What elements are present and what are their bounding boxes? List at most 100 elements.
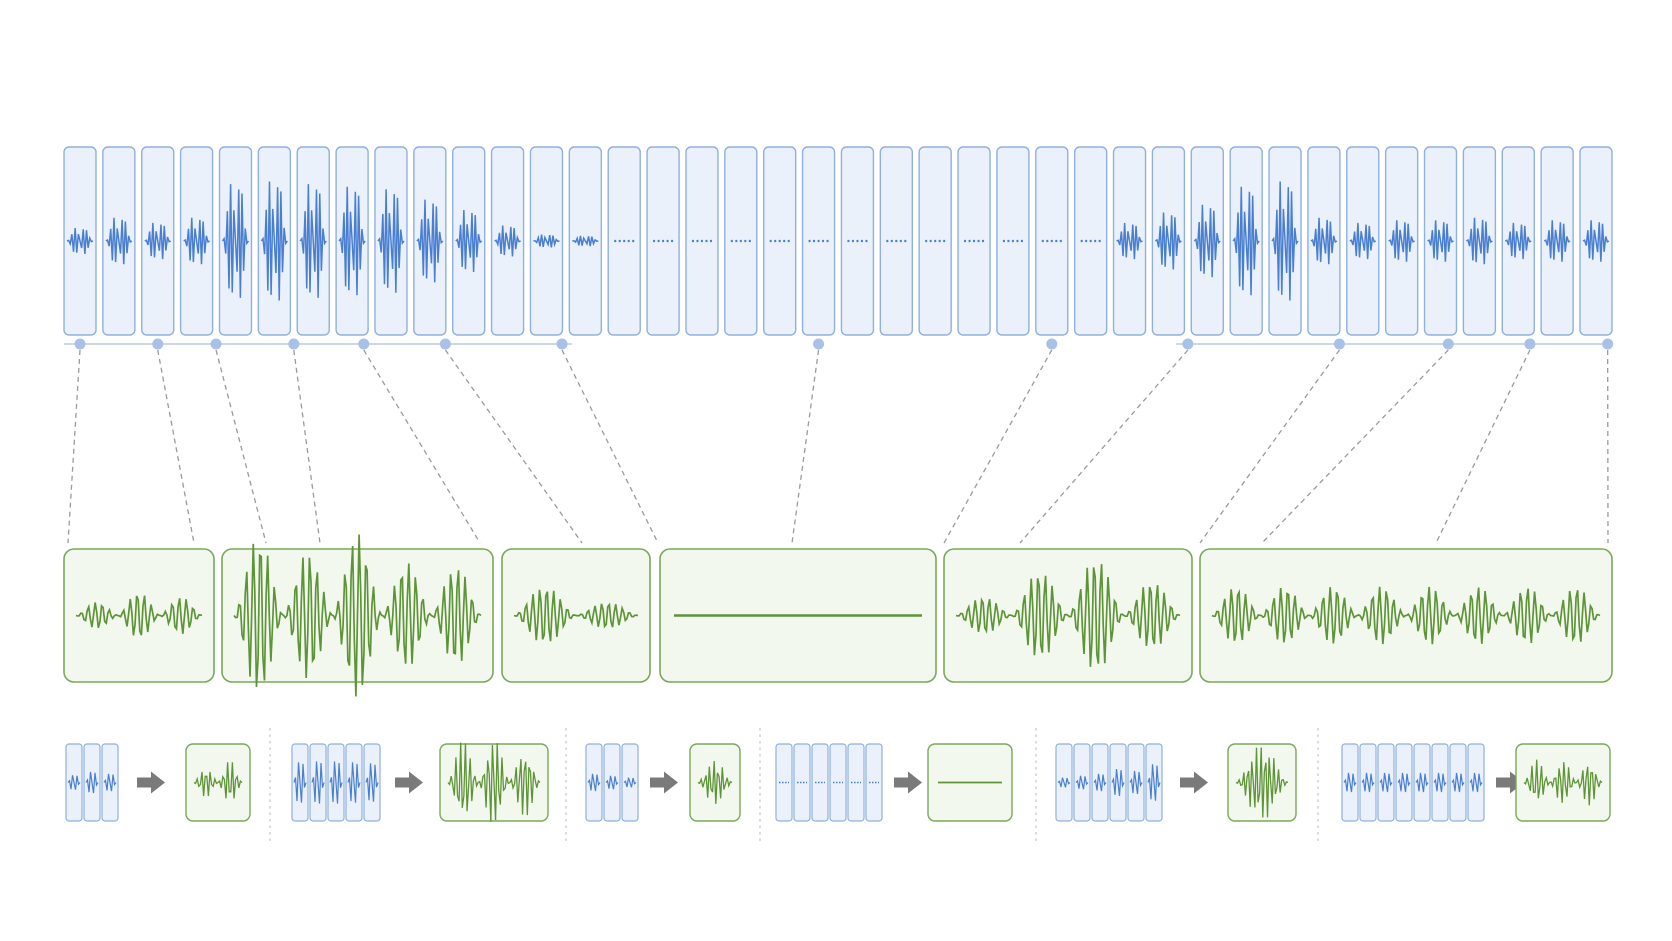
mini-chunk-waveform (1235, 747, 1289, 818)
audio-frame (1346, 146, 1380, 336)
audio-frame (63, 146, 97, 336)
mini-frame-waveform (1433, 772, 1447, 793)
boundary-node (1442, 338, 1454, 350)
audio-frame (1384, 146, 1419, 336)
audio-frame (452, 146, 486, 336)
frame-waveform (1388, 220, 1415, 262)
frame-waveform (183, 217, 210, 265)
frame-waveform (1582, 220, 1610, 262)
mini-frame-box (829, 743, 847, 822)
audio-frame (1579, 146, 1613, 336)
dashed-connector (791, 349, 820, 544)
audio-frame (840, 146, 875, 336)
chunk-waveform (955, 564, 1181, 667)
mini-frame-waveform (1129, 770, 1143, 795)
audio-frame (918, 146, 952, 336)
boundary-node (358, 338, 370, 350)
audio-frame (1190, 146, 1224, 336)
mini-frame-box (811, 743, 829, 822)
audio-frame (1462, 146, 1497, 336)
chunk-waveform (75, 595, 203, 636)
mini-frame-waveform (1361, 772, 1375, 793)
boundary-node (1182, 338, 1194, 350)
audio-frame (1229, 146, 1263, 336)
mini-frame-waveform (1469, 772, 1483, 793)
boundary-node (1046, 338, 1058, 350)
audio-frame (1112, 146, 1147, 336)
audio-frame (296, 146, 330, 336)
mini-frame-box (793, 743, 811, 822)
chunk-waveform (1211, 586, 1601, 645)
frame-to-chunk-summary-row (65, 728, 1611, 842)
audio-frame (218, 146, 253, 336)
audio-frame (1268, 146, 1302, 336)
frame-waveform (1543, 220, 1571, 262)
frame-waveform (1349, 222, 1377, 260)
boundary-node (1602, 338, 1614, 350)
summary-group (291, 742, 549, 822)
mini-frame-waveform (1057, 777, 1071, 788)
mini-frame-waveform (293, 762, 307, 803)
mini-frame-waveform (1451, 772, 1465, 793)
dashed-connector (943, 349, 1053, 544)
audio-frame (141, 146, 175, 336)
frame-waveform (1116, 222, 1143, 260)
mini-frame-waveform (1075, 775, 1089, 790)
mini-frame-box (847, 743, 865, 822)
frame-waveform (1504, 222, 1532, 260)
mini-frame-box (865, 743, 883, 822)
boundary-node (1524, 338, 1536, 350)
audio-frame (179, 146, 214, 336)
mini-frame-waveform (85, 771, 99, 794)
audio-frame (879, 146, 914, 336)
boundary-node (74, 338, 86, 350)
dashed-connector (293, 349, 321, 544)
merged-chunk (63, 548, 215, 683)
audio-frame (996, 146, 1030, 336)
audio-frame (607, 146, 641, 336)
frame-waveform (533, 234, 560, 248)
dashed-connector (67, 349, 81, 544)
mini-frame-waveform (1343, 772, 1357, 793)
frame-waveform (1232, 186, 1260, 296)
audio-frame (257, 146, 292, 336)
dashed-connector (1435, 349, 1531, 544)
audio-frame (724, 146, 758, 336)
chunk-waveform (513, 589, 639, 642)
audio-frame (762, 146, 797, 336)
frame-waveform (260, 181, 288, 301)
mini-frame-waveform (1093, 773, 1107, 792)
audio-frames-row (63, 146, 1613, 345)
mini-frame-waveform (103, 773, 117, 792)
audio-frame (529, 146, 564, 336)
mini-chunk-waveform (193, 762, 243, 799)
boundary-node (288, 338, 300, 350)
frame-waveform (221, 184, 250, 298)
boundary-node (1333, 338, 1345, 350)
connector-lines (67, 349, 1609, 544)
audio-frame (1035, 146, 1069, 336)
dashed-connector (363, 349, 481, 544)
summary-group (65, 743, 251, 822)
merged-chunk (1199, 548, 1613, 683)
arrow-right-icon (1180, 771, 1208, 794)
boundary-node (439, 338, 451, 350)
mini-frame-waveform (347, 762, 361, 803)
summary-group (775, 743, 1013, 822)
audio-frame (568, 146, 603, 336)
merged-chunk (659, 548, 937, 683)
chunk-waveform (233, 534, 482, 697)
merged-chunk (943, 548, 1193, 683)
arrow-right-icon (650, 771, 678, 794)
audio-frame (1151, 146, 1186, 336)
dashed-connector (561, 349, 659, 544)
audio-frame (685, 146, 719, 336)
audio-frame (646, 146, 680, 336)
dashed-connector (444, 349, 583, 544)
mini-chunk-waveform (697, 761, 733, 804)
frame-waveform (144, 222, 172, 260)
dashed-connector (215, 349, 267, 544)
frame-waveform (377, 189, 405, 293)
audio-frame (374, 146, 408, 336)
arrow-right-icon (137, 771, 165, 794)
